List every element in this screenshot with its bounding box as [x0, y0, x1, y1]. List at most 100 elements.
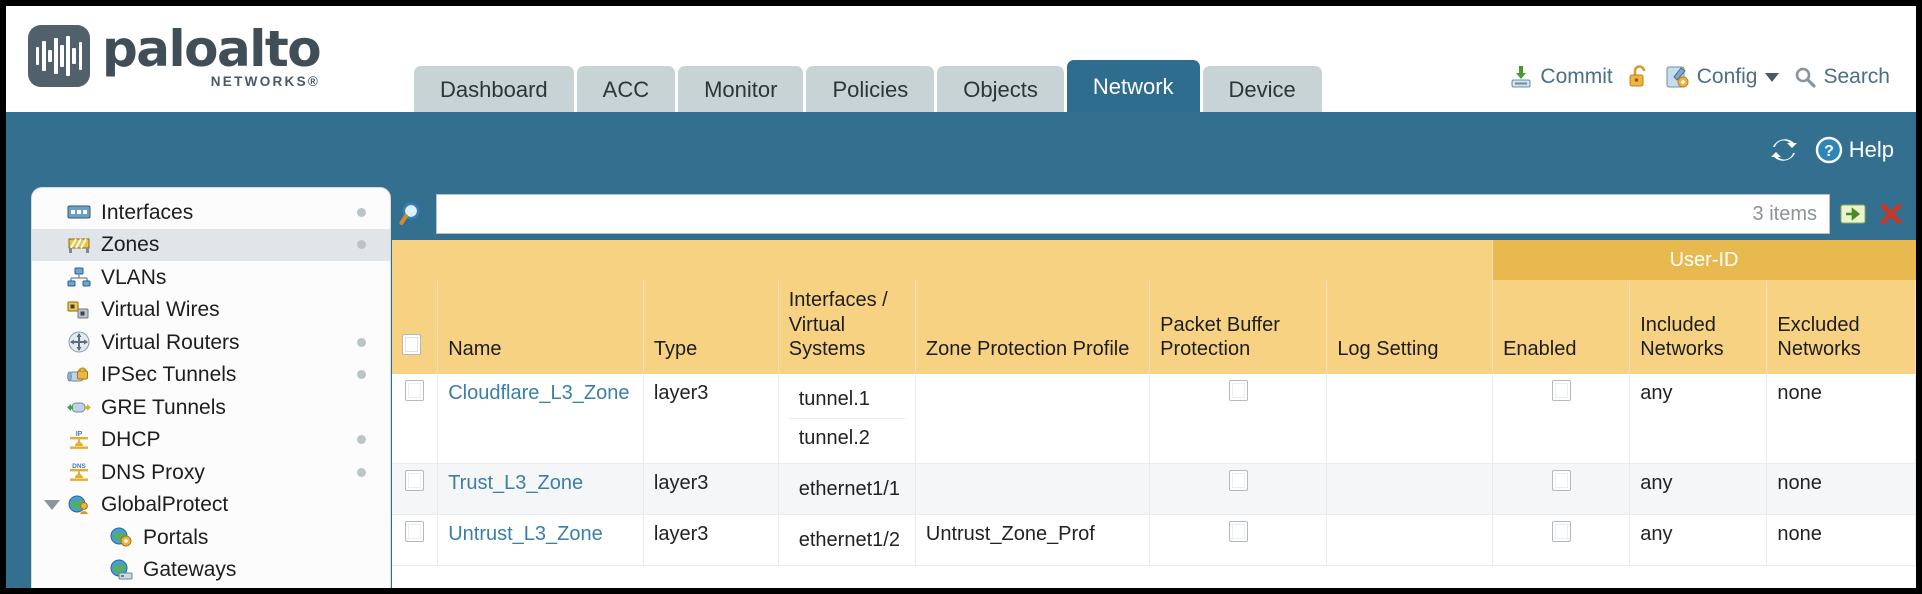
globalprotect-icon	[66, 494, 92, 516]
virtual-routers-icon	[66, 331, 92, 353]
lock-button[interactable]	[1627, 64, 1651, 90]
filter-input-wrap[interactable]: 3 items	[436, 194, 1830, 234]
cell-interfaces: ethernet1/2	[778, 514, 916, 566]
svg-text:?: ?	[1824, 143, 1834, 160]
zones-table-wrap: User-ID Name Type Interfaces / Virtual S…	[392, 240, 1916, 588]
sidebar-item-virtual-wires[interactable]: Virtual Wires	[32, 294, 390, 327]
config-menu[interactable]: Config	[1665, 64, 1780, 90]
cell-included-networks: any	[1629, 463, 1768, 515]
search-input[interactable]	[437, 202, 1753, 226]
sidebar-item-portals[interactable]: Portals	[32, 521, 390, 554]
sidebar-label: DHCP	[101, 428, 161, 452]
clear-filter-button[interactable]	[1876, 199, 1906, 229]
packet-buffer-protection-checkbox[interactable]	[1228, 520, 1248, 542]
sidebar-item-globalprotect[interactable]: GlobalProtect	[32, 489, 390, 522]
sidebar-item-gateways[interactable]: Gateways	[32, 554, 390, 587]
zone-name-link[interactable]: Untrust_L3_Zone	[448, 522, 603, 545]
column-header-included-networks[interactable]: Included Networks	[1629, 280, 1768, 374]
packet-buffer-protection-checkbox[interactable]	[1228, 379, 1248, 401]
sidebar-item-virtual-routers[interactable]: Virtual Routers	[32, 326, 390, 359]
sidebar-item-interfaces[interactable]: Interfaces	[32, 196, 390, 229]
vlans-icon	[66, 266, 92, 288]
column-header-zone-protection-profile[interactable]: Zone Protection Profile	[915, 280, 1151, 374]
help-button[interactable]: ? Help	[1815, 136, 1894, 164]
cell-userid-enabled	[1492, 463, 1631, 515]
sidebar-item-dns-proxy[interactable]: DNS DNS Proxy	[32, 456, 390, 489]
sidebar-label: Zones	[101, 233, 160, 257]
unlocked-padlock-icon	[1629, 65, 1646, 87]
interface-item: tunnel.1	[788, 380, 905, 419]
interface-item: ethernet1/1	[798, 477, 900, 500]
column-header-name[interactable]: Name	[437, 280, 644, 374]
table-row[interactable]: Untrust_L3_Zone layer3 ethernet1/2 Untru…	[392, 514, 1916, 566]
sidebar-item-zones[interactable]: Zones	[32, 228, 390, 261]
svg-text:IP: IP	[76, 431, 83, 438]
cell-type: layer3	[643, 373, 779, 464]
tab-device[interactable]: Device	[1202, 65, 1322, 112]
commit-button[interactable]: Commit	[1508, 64, 1613, 90]
column-header-packet-buffer-protection[interactable]: Packet Buffer Protection	[1149, 280, 1328, 374]
group-header-userid: User-ID	[1492, 240, 1916, 281]
select-all-header	[392, 280, 439, 374]
sidebar-label: VLANs	[101, 265, 167, 289]
tab-monitor[interactable]: Monitor	[678, 65, 804, 112]
tab-objects[interactable]: Objects	[937, 65, 1064, 112]
gre-tunnels-icon	[66, 396, 92, 418]
userid-enabled-checkbox[interactable]	[1551, 520, 1571, 542]
table-row[interactable]: Cloudflare_L3_Zone layer3 tunnel.1 tunne…	[392, 373, 1916, 464]
sidebar-label: IPSec Tunnels	[101, 363, 237, 387]
sidebar-item-gre-tunnels[interactable]: GRE Tunnels	[32, 391, 390, 424]
status-dot	[357, 240, 366, 250]
sidebar-item-dhcp[interactable]: IP DHCP	[32, 424, 390, 457]
sidebar-label: GRE Tunnels	[101, 395, 226, 419]
group-header-spacer	[392, 240, 1494, 281]
tab-acc[interactable]: ACC	[576, 65, 676, 112]
select-all-checkbox[interactable]	[402, 334, 421, 356]
config-label: Config	[1696, 65, 1758, 88]
zone-name-link[interactable]: Trust_L3_Zone	[448, 471, 584, 494]
sidebar-label: Interfaces	[101, 200, 194, 224]
column-header-interfaces[interactable]: Interfaces / Virtual Systems	[778, 280, 916, 374]
status-dot	[357, 435, 366, 445]
interface-item: tunnel.2	[798, 426, 870, 449]
column-header-enabled[interactable]: Enabled	[1492, 280, 1631, 374]
expander-triangle-icon[interactable]	[44, 499, 60, 510]
column-header-type[interactable]: Type	[643, 280, 779, 374]
green-arrow-icon	[1840, 204, 1866, 224]
zone-name-link[interactable]: Cloudflare_L3_Zone	[448, 381, 630, 404]
brand-logo: paloalto NETWORKS®	[6, 24, 406, 113]
userid-enabled-checkbox[interactable]	[1551, 379, 1571, 401]
virtual-wires-icon	[66, 299, 92, 321]
tab-policies[interactable]: Policies	[806, 65, 935, 112]
sidebar-item-vlans[interactable]: VLANs	[32, 261, 390, 294]
sidebar-label: GlobalProtect	[101, 493, 229, 517]
tab-network[interactable]: Network	[1066, 59, 1200, 112]
chevron-down-icon	[1765, 72, 1780, 82]
search-button[interactable]: Search	[1793, 65, 1890, 89]
sidebar-label: Portals	[143, 525, 209, 549]
tab-dashboard[interactable]: Dashboard	[414, 65, 574, 112]
refresh-button[interactable]	[1769, 135, 1799, 165]
svg-text:DNS: DNS	[72, 463, 86, 470]
column-header-log-setting[interactable]: Log Setting	[1326, 280, 1494, 374]
cell-zone-protection-profile	[915, 463, 1151, 515]
row-checkbox[interactable]	[405, 469, 425, 491]
cell-zone-protection-profile	[915, 373, 1151, 464]
cell-excluded-networks: none	[1766, 463, 1916, 515]
userid-enabled-checkbox[interactable]	[1551, 469, 1571, 491]
search-label: Search	[1823, 65, 1890, 88]
sidebar-item-ipsec-tunnels[interactable]: IPSec Tunnels	[32, 359, 390, 392]
filter-search-icon	[398, 199, 428, 229]
table-row[interactable]: Trust_L3_Zone layer3 ethernet1/1	[392, 463, 1916, 515]
item-count-label: 3 items	[1752, 202, 1817, 225]
table-group-header-row: User-ID	[392, 240, 1916, 281]
packet-buffer-protection-checkbox[interactable]	[1228, 469, 1248, 491]
app-header: paloalto NETWORKS® Dashboard ACC Monitor…	[6, 6, 1916, 112]
cell-excluded-networks: none	[1766, 514, 1916, 566]
row-checkbox[interactable]	[405, 520, 425, 542]
context-bar: ? Help	[6, 112, 1916, 188]
column-header-excluded-networks[interactable]: Excluded Networks	[1766, 280, 1916, 374]
row-checkbox[interactable]	[405, 379, 425, 401]
apply-filter-button[interactable]	[1838, 199, 1868, 229]
